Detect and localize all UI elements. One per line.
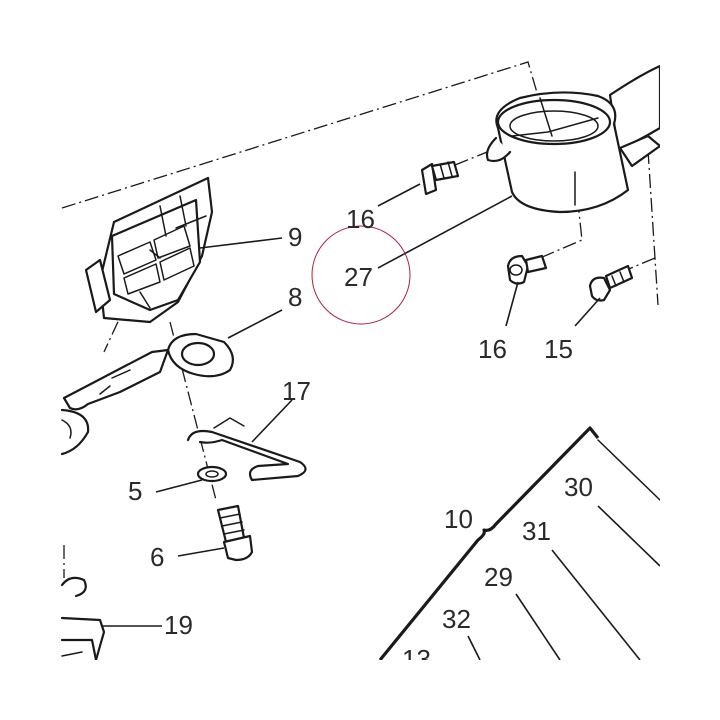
bracket-part-9 [84,176,214,324]
callout-6: 6 [150,542,164,572]
bracket-outline-part-10 [378,426,661,662]
callout-9: 9 [288,222,302,252]
bolt-part-15 [588,264,634,302]
housing-part-27 [485,64,662,214]
spring-part-17 [186,417,307,482]
callout-15: 15 [544,334,573,364]
lever-part-19 [60,408,106,662]
callout-32: 32 [442,604,471,634]
callout-31: 31 [522,516,551,546]
leader-lines [102,183,661,661]
callout-16-upper: 16 [346,204,375,234]
callout-27: 27 [344,262,373,292]
right-crop-mask [660,0,720,720]
washer-part-5 [196,465,228,483]
callout-labels: 9 8 17 5 6 19 16 27 16 15 10 30 31 29 32… [128,204,593,674]
callout-19: 19 [164,610,193,640]
callout-16-lower: 16 [478,334,507,364]
bottom-crop-mask [0,660,720,720]
bolt-part-16-lower [506,254,548,285]
plate-part-8 [62,332,235,411]
bolt-part-6 [216,504,254,562]
bolt-part-16-upper [420,160,460,196]
callout-29: 29 [484,562,513,592]
highlight-circle [311,225,411,325]
callout-5: 5 [128,476,142,506]
left-crop-mask [0,0,60,720]
callout-8: 8 [288,282,302,312]
callout-30: 30 [564,472,593,502]
callout-10: 10 [444,504,473,534]
callout-17: 17 [282,376,311,406]
